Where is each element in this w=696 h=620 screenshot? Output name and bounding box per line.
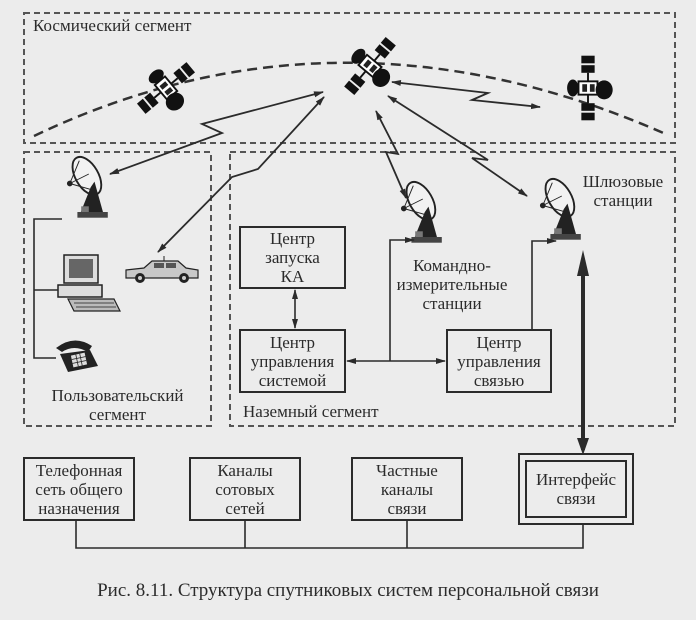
satellite-dish-icon (399, 176, 443, 244)
satellite-icon (126, 50, 208, 129)
arrow-head-down (577, 438, 589, 455)
radio-link-command (375, 110, 407, 199)
user-segment-boundary (23, 151, 212, 427)
interface-box-inner (525, 460, 627, 518)
gateway-control-link (531, 238, 557, 330)
satellite-icon (566, 54, 614, 122)
satellite-dish-icon (65, 151, 109, 219)
figure-caption: Рис. 8.11. Структура спутниковых систем … (97, 580, 599, 601)
inter-satellite-link (391, 80, 541, 110)
gateways-label: Шлюзовые станции (582, 172, 664, 210)
interface-label: Интерфейс связи (535, 470, 617, 508)
pstn-label: Телефонная сеть общего назначения (35, 460, 123, 518)
ground-segment-boundary (229, 151, 676, 427)
bottom-bus (75, 520, 584, 549)
launch-center-label: Центр запуска КА (265, 229, 320, 286)
computer-icon (57, 254, 121, 312)
system-control-box (239, 329, 346, 393)
comm-control-label: Центр управления связью (457, 332, 541, 390)
telephone-icon (56, 340, 98, 372)
user-segment-label: Пользовательский сегмент (51, 386, 184, 424)
orbit-arc (33, 61, 669, 138)
pstn-box (23, 457, 135, 521)
command-stations-label: Командно- измерительные станции (396, 256, 508, 313)
radio-link-car (157, 96, 325, 253)
command-dish-link (389, 237, 415, 361)
car-icon (125, 256, 199, 283)
arrow-head-up (577, 250, 589, 276)
space-segment-label: Космический сегмент (33, 16, 192, 35)
ground-segment-label: Наземный сегмент (243, 402, 379, 421)
space-segment-boundary (23, 12, 676, 144)
launch-center-box (239, 226, 346, 289)
user-wiring (33, 218, 62, 359)
satellite-dish-icon (538, 173, 582, 241)
satellite-icon (332, 26, 411, 108)
cellular-label: Каналы сотовых сетей (215, 460, 275, 518)
private-label: Частные каналы связи (376, 460, 438, 518)
interface-box-outer (518, 453, 634, 525)
system-control-label: Центр управления системой (250, 332, 335, 390)
radio-link-gateway (387, 95, 528, 197)
comm-control-box (446, 329, 552, 393)
